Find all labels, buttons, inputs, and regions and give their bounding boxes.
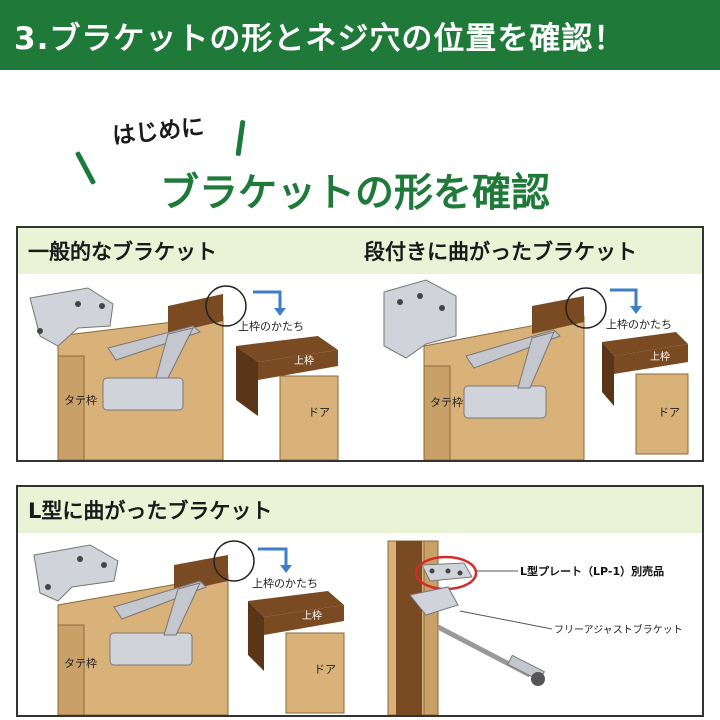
frame-front	[614, 344, 688, 374]
vertical-frame	[57, 355, 85, 460]
door-label: ドア	[658, 406, 680, 419]
vertical-frame-label: タテ枠	[64, 656, 97, 670]
door-label: ドア	[308, 406, 330, 419]
screw-hole	[77, 556, 83, 562]
screw-hole	[429, 568, 435, 574]
door-edge	[279, 375, 339, 460]
standard-bracket-illustration: 上枠のかたち 上枠 ドア タテ枠	[29, 285, 339, 460]
l-plate-label: L型プレート（LP-1）別売品	[520, 564, 664, 578]
vertical-frame-label: タテ枠	[430, 395, 463, 409]
arrow-head	[280, 565, 292, 573]
door-label: ドア	[314, 663, 336, 676]
arm	[155, 327, 194, 379]
closer-body	[463, 385, 547, 419]
arrow-blue	[610, 288, 638, 306]
arrow-head	[630, 306, 642, 314]
frame-front	[258, 350, 338, 380]
screw-hole	[101, 562, 107, 568]
upper-frame-corner	[532, 296, 584, 334]
frame-side	[602, 342, 614, 406]
banner-title: 3.ブラケットの形とネジ穴の位置を確認！	[14, 20, 626, 57]
screw-hole	[37, 328, 43, 334]
l-bracket-plate	[33, 544, 119, 602]
highlight-circle	[565, 287, 607, 329]
stepped-bracket-illustration: 上枠のかたち 上枠 ドア タテ枠	[383, 279, 689, 460]
leader-line	[459, 610, 553, 630]
upper-frame-label: 上枠	[302, 609, 322, 622]
screw-hole	[417, 293, 423, 299]
frame-shape-label: 上枠のかたち	[238, 319, 304, 333]
slash-left-decoration	[74, 150, 97, 186]
intro-heading: はじめに ブラケットの形を確認	[0, 100, 720, 220]
screw-hole	[75, 301, 81, 307]
highlight-circle	[205, 285, 247, 327]
screw-hole	[45, 584, 51, 590]
screw-hole	[397, 299, 403, 305]
panel-bracket-types: 一般的なブラケット 段付きに曲がったブラケット 上枠のかたち 上枠 ドア タテ枠	[16, 226, 704, 462]
frame-side	[248, 601, 264, 671]
vertical-frame	[57, 624, 85, 715]
intro-main-heading: ブラケットの形を確認	[160, 171, 551, 216]
screw-hole	[99, 303, 105, 309]
frame-top	[248, 591, 344, 617]
door-edge	[635, 373, 689, 455]
highlight-circle	[213, 540, 255, 582]
upper-frame-label: 上枠	[294, 354, 314, 367]
frame-top	[602, 332, 688, 356]
vertical-frame-label: タテ枠	[64, 393, 97, 407]
panel-title-stepped-bracket: 段付きに曲がったブラケット	[364, 240, 637, 264]
arrow-blue	[258, 547, 288, 565]
frame-front	[264, 605, 344, 635]
panel-header: L型に曲がったブラケット	[18, 487, 702, 533]
screw-hole	[439, 305, 445, 311]
screw-hole	[457, 570, 463, 576]
frame-shape-label: 上枠のかたち	[606, 317, 672, 331]
panel-header: 一般的なブラケット 段付きに曲がったブラケット	[18, 228, 702, 274]
stepped-bracket-plate	[383, 279, 457, 359]
closer-body	[109, 632, 193, 666]
slash-right-decoration	[235, 119, 246, 157]
vertical-frame	[423, 365, 451, 460]
arrow-head	[274, 308, 286, 316]
arm	[163, 582, 201, 636]
bracket-plate	[29, 287, 114, 347]
l-plate-detail-illustration: L型プレート（LP-1）別売品 フリーアジャストブラケット	[387, 540, 683, 715]
panel-title-l-bracket: L型に曲がったブラケット	[28, 499, 273, 523]
arm	[517, 331, 555, 389]
free-adjust-label: フリーアジャストブラケット	[554, 623, 683, 636]
panel-title-standard-bracket: 一般的なブラケット	[28, 240, 217, 264]
top-banner: 3.ブラケットの形とネジ穴の位置を確認！	[0, 0, 720, 70]
closer-body	[102, 377, 184, 411]
door-edge	[285, 632, 345, 714]
arrow-blue	[253, 290, 282, 308]
frame-shape-label: 上枠のかたち	[252, 576, 318, 590]
free-adjust-bracket	[409, 586, 459, 616]
upper-frame-corner	[168, 294, 223, 334]
upper-frame-label: 上枠	[650, 350, 670, 363]
arm-joint	[531, 672, 545, 686]
panel-l-bracket: L型に曲がったブラケット 上枠のかたち 上枠 ドア タテ枠	[16, 485, 704, 717]
screw-hole	[445, 568, 451, 574]
frame-top	[236, 336, 338, 362]
l-bracket-illustration: 上枠のかたち 上枠 ドア タテ枠	[33, 540, 345, 715]
intro-subtitle: はじめに	[111, 114, 206, 150]
frame-side	[236, 346, 258, 416]
